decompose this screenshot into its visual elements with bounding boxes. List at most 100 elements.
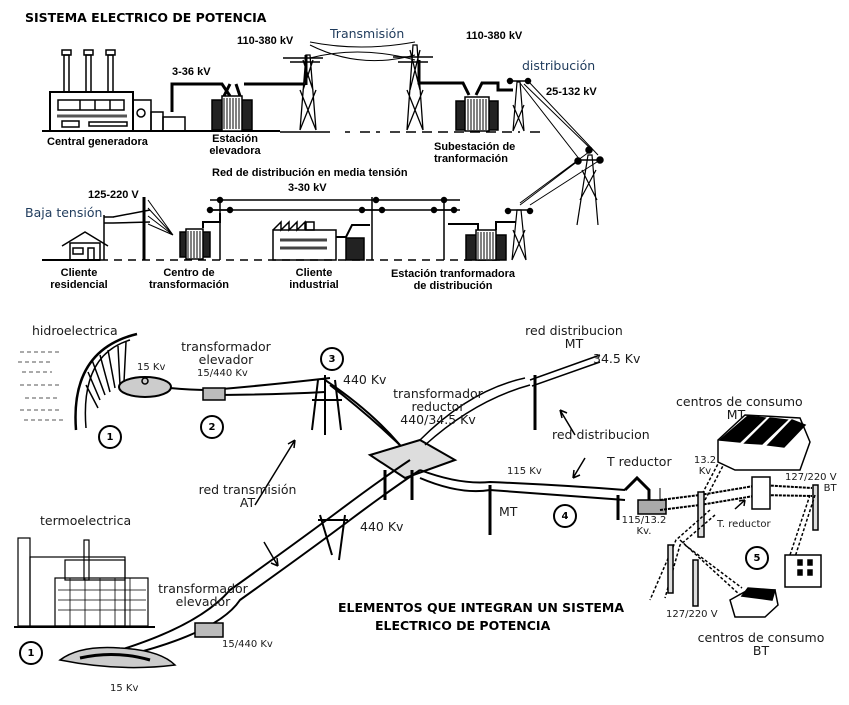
- distribution-tower-icon: [495, 207, 534, 261]
- label-voltage-tx-right: 110-380 kV: [466, 30, 523, 42]
- label-centros-consumo-mt: centros de consumo MT: [676, 395, 803, 423]
- label-subestacion: Subestación de tranformación: [434, 141, 516, 165]
- arrow-icon: [572, 457, 586, 479]
- label-estacion-distribucion: Estación tranformadora de distribución: [384, 268, 522, 292]
- distribution-pole-icon: [430, 196, 479, 260]
- label-line: Subestación de: [434, 141, 516, 153]
- label-line: elevadora: [209, 144, 261, 157]
- label-line: Centro de: [163, 267, 215, 279]
- label-voltage-440-bottom: 440 Kv: [360, 519, 404, 534]
- title-line: ELECTRICO DE POTENCIA: [375, 618, 551, 634]
- label-voltage-gen: 3-36 kV: [172, 66, 211, 78]
- distribution-pole-icon: [358, 196, 386, 260]
- pole-icon: [697, 491, 705, 538]
- label-centro-transformacion: Centro de transformación: [144, 267, 234, 291]
- label-voltage-127-220-bottom: 127/220 V: [666, 609, 718, 620]
- dam-icon: [18, 332, 138, 431]
- label-line: Estación tranformadora: [390, 268, 516, 280]
- label-hidroelectrica: hidroelectrica: [32, 323, 118, 338]
- transformer-icon: [202, 387, 226, 401]
- label-mt: MT: [499, 504, 518, 519]
- label-line: Cliente: [60, 267, 98, 279]
- label-voltage-bt: 125-220 V: [88, 189, 139, 201]
- arrow-icon: [559, 409, 576, 436]
- distribution-line: [419, 354, 601, 446]
- label-line: Cliente: [295, 267, 333, 279]
- transformer-icon: [179, 213, 221, 260]
- house-icon: [61, 231, 109, 261]
- arrow-icon: [254, 439, 296, 506]
- title-line: ELEMENTOS QUE INTEGRAN UN SISTEMA: [338, 600, 625, 615]
- label-line: red distribucion: [525, 323, 623, 338]
- label-line: 13.2: [693, 455, 717, 466]
- label-ratio-115-13-2: 115/13.2 Kv.: [620, 515, 668, 537]
- label-line: 440/34.5 Kv: [400, 412, 476, 428]
- label-transformador-elevador-bottom-ratio: 15/440 Kv: [222, 639, 273, 650]
- bottom-diagram-title: ELEMENTOS QUE INTEGRAN UN SISTEMA ELECTR…: [338, 599, 628, 635]
- label-voltage-dist: 25-132 kV: [546, 86, 597, 98]
- label-line: Estación: [212, 133, 258, 145]
- distribution-line: [419, 469, 626, 501]
- label-central-generadora: Central generadora: [47, 136, 148, 148]
- label-t-reductor-2: T. reductor: [717, 519, 771, 530]
- transmission-tower-icon: [311, 375, 342, 435]
- label-voltage-115: 115 Kv: [507, 466, 542, 477]
- label-line: de distribución: [413, 279, 493, 292]
- label-line: MT: [726, 407, 746, 423]
- label-cliente-residencial: Cliente residencial: [44, 267, 114, 291]
- distribution-pole-icon: [206, 196, 234, 260]
- label-line: elevador: [198, 352, 254, 368]
- transformer-icon: [616, 475, 667, 520]
- arrow-icon: [263, 541, 279, 567]
- label-cliente-industrial: Cliente industrial: [284, 267, 344, 291]
- service-line: [789, 494, 816, 558]
- label-transformador-elevador-top: transformador elevador: [178, 340, 274, 366]
- label-distribucion: distribución: [522, 58, 596, 73]
- label-line: 115/13.2: [621, 515, 667, 526]
- label-line: MT: [564, 336, 584, 352]
- label-red-distribucion-mt: red distribucion MT: [522, 324, 626, 350]
- label-red-distribucion: red distribucion: [552, 427, 650, 442]
- top-diagram-title: SISTEMA ELECTRICO DE POTENCIA: [25, 10, 267, 25]
- label-line: reductor: [411, 399, 465, 415]
- label-transformador-reductor: transformador reductor 440/34.5 Kv: [390, 387, 486, 426]
- label-baja-tension: Baja tensión: [25, 205, 103, 220]
- step-number-badge: 1: [19, 641, 43, 665]
- transmission-tower-icon: [393, 44, 513, 131]
- label-hidro-voltage: 15 Kv: [137, 362, 166, 373]
- pole-icon: [667, 544, 699, 607]
- pole-icon: [812, 484, 819, 531]
- label-line: BT: [823, 482, 837, 494]
- label-t-reductor: T reductor: [607, 454, 672, 469]
- distribution-tower-icon: [506, 77, 604, 226]
- substation-icon: [367, 438, 458, 500]
- service-line: [679, 539, 743, 596]
- label-line: AT: [239, 495, 256, 511]
- label-voltage-440-top: 440 Kv: [343, 372, 387, 387]
- label-voltage-127-220-right: 127/220 V BT: [785, 472, 837, 494]
- transformer-icon: [455, 96, 499, 132]
- label-transformador-elevador-bottom: transformador elevador: [155, 582, 251, 608]
- label-line: Kv: [698, 465, 712, 477]
- distribution-pole-icon: [142, 197, 174, 260]
- label-line: transformador: [181, 339, 271, 354]
- label-voltage-13-2: 13.2 Kv: [690, 455, 720, 477]
- transmission-tower-icon: [318, 514, 348, 561]
- transmission-tower-icon: [283, 54, 323, 131]
- label-line: centros de consumo: [676, 394, 803, 409]
- label-line: transformación: [148, 278, 230, 291]
- label-red-transmision: red transmisión AT: [195, 483, 300, 509]
- label-voltage-tx-left: 110-380 kV: [237, 35, 294, 47]
- label-line: transformador: [393, 386, 483, 401]
- medium-voltage-line: [210, 199, 460, 211]
- transformer-icon: [194, 622, 224, 638]
- label-red-media-tension: Red de distribución en media tensión: [212, 167, 408, 179]
- label-transmision: Transmisión: [330, 26, 405, 41]
- label-line: elevador: [175, 594, 231, 610]
- label-termo-voltage: 15 Kv: [110, 683, 139, 694]
- label-line: red transmisión: [198, 482, 297, 497]
- distribution-line: [659, 483, 813, 511]
- step-number-badge: 5: [745, 546, 769, 570]
- factory-consumer-icon: [717, 414, 811, 471]
